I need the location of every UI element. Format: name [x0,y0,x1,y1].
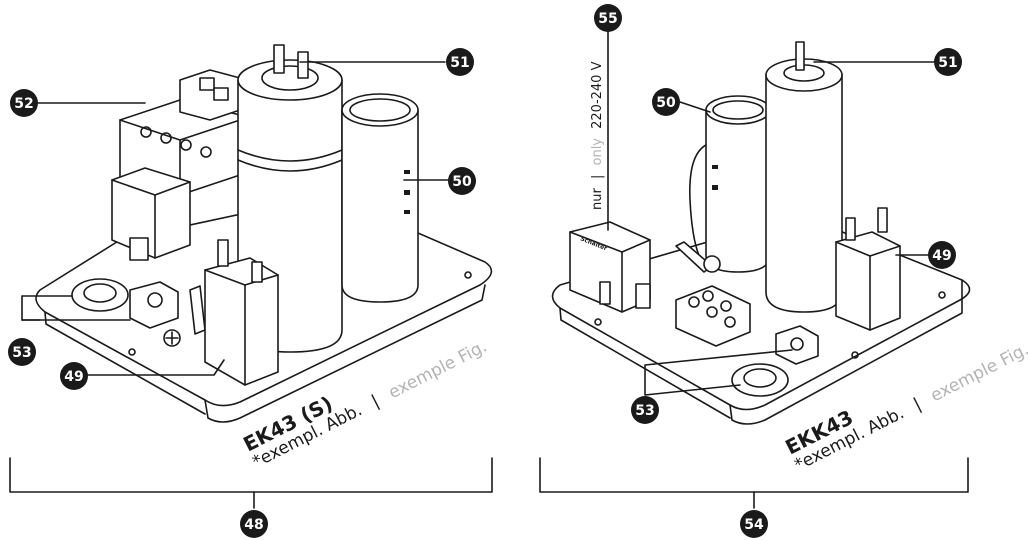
voltage-only: only [590,138,605,166]
callout-53-right: 53 [631,396,659,424]
callout-51-left: 51 [446,48,474,76]
callout-51-right: 51 [934,48,962,76]
voltage-nur: nur [590,188,605,210]
left-note-fig: exemple Fig. [385,337,490,404]
callout-49-left-label: 49 [64,369,83,385]
callout-49-right-label: 49 [932,248,951,264]
callout-52-label: 52 [14,96,33,112]
callout-50-right-label: 50 [656,95,676,111]
right-capacitor-50 [705,109,771,273]
left-capacitor-50 [341,109,419,303]
right-note-fig: exemple Fig. [927,340,1028,407]
callout-50-right: 50 [652,88,680,116]
callout-53-left: 53 [8,338,36,366]
right-grommet [731,363,789,397]
right-unit-drawing: Schalter [551,41,971,425]
left-grommet [71,278,129,312]
voltage-label-group: nur | only 220-240 V [590,61,605,210]
callout-51-right-label: 51 [938,55,957,71]
callout-49-left: 49 [60,362,88,390]
left-overload-box [111,167,191,259]
callout-55: 55 [594,4,622,32]
voltage-value: 220-240 V [590,61,605,128]
callout-54: 54 [740,510,768,538]
right-capacitor-49 [835,231,901,331]
callout-50-left: 50 [448,167,476,195]
callout-51-left-label: 51 [450,55,469,71]
right-note-separator: | [910,394,924,414]
callout-48: 48 [240,510,268,538]
left-capacitor-49 [204,257,279,386]
left-unit-drawing [35,44,493,423]
callout-55-label: 55 [598,11,617,27]
callout-50-left-label: 50 [452,174,472,190]
leader-lines [9,29,969,509]
right-capacitor-51 [765,74,843,313]
callout-52: 52 [10,89,38,117]
callout-53-right-label: 53 [635,403,654,419]
left-note-separator: | [368,391,382,411]
callout-53-left-label: 53 [12,345,31,361]
voltage-separator: | [590,175,605,179]
callout-48-label: 48 [244,517,263,533]
voltage-label: nur | only 220-240 V [590,61,605,210]
callout-49-right: 49 [928,241,956,269]
callout-54-label: 54 [744,517,764,533]
right-terminal-block [675,285,751,347]
